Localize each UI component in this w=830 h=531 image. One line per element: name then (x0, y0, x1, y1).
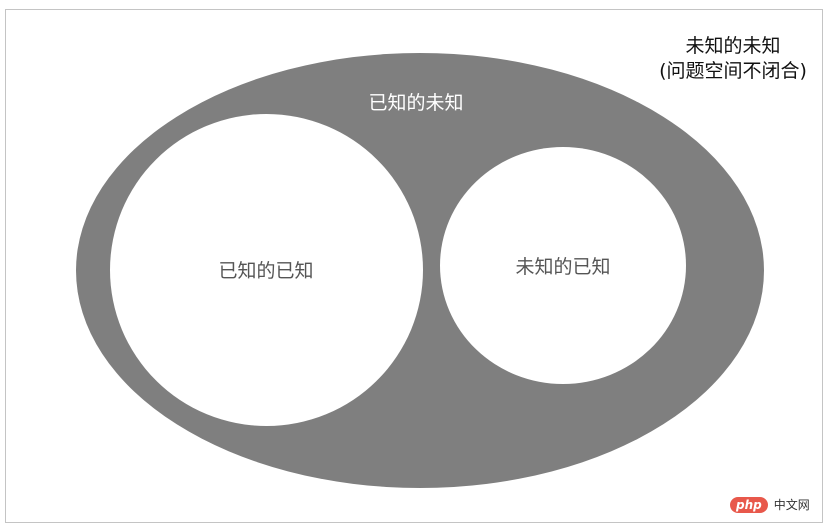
unknown-knowns-circle (440, 147, 686, 384)
known-unknowns-label: 已知的未知 (368, 92, 464, 114)
known-knowns-label: 已知的已知 (218, 260, 314, 282)
unknown-unknowns-subtitle: (问题空间不闭合) (659, 60, 807, 82)
unknown-unknowns-label: 未知的未知 (问题空间不闭合) (659, 34, 807, 84)
known-knowns-circle (110, 114, 423, 426)
unknown-knowns-label: 未知的已知 (515, 256, 611, 278)
unknown-unknowns-title: 未知的未知 (685, 35, 781, 57)
watermark-text: 中文网 (773, 498, 810, 512)
php-logo-icon: php (730, 497, 768, 513)
watermark: php 中文网 (730, 497, 810, 513)
